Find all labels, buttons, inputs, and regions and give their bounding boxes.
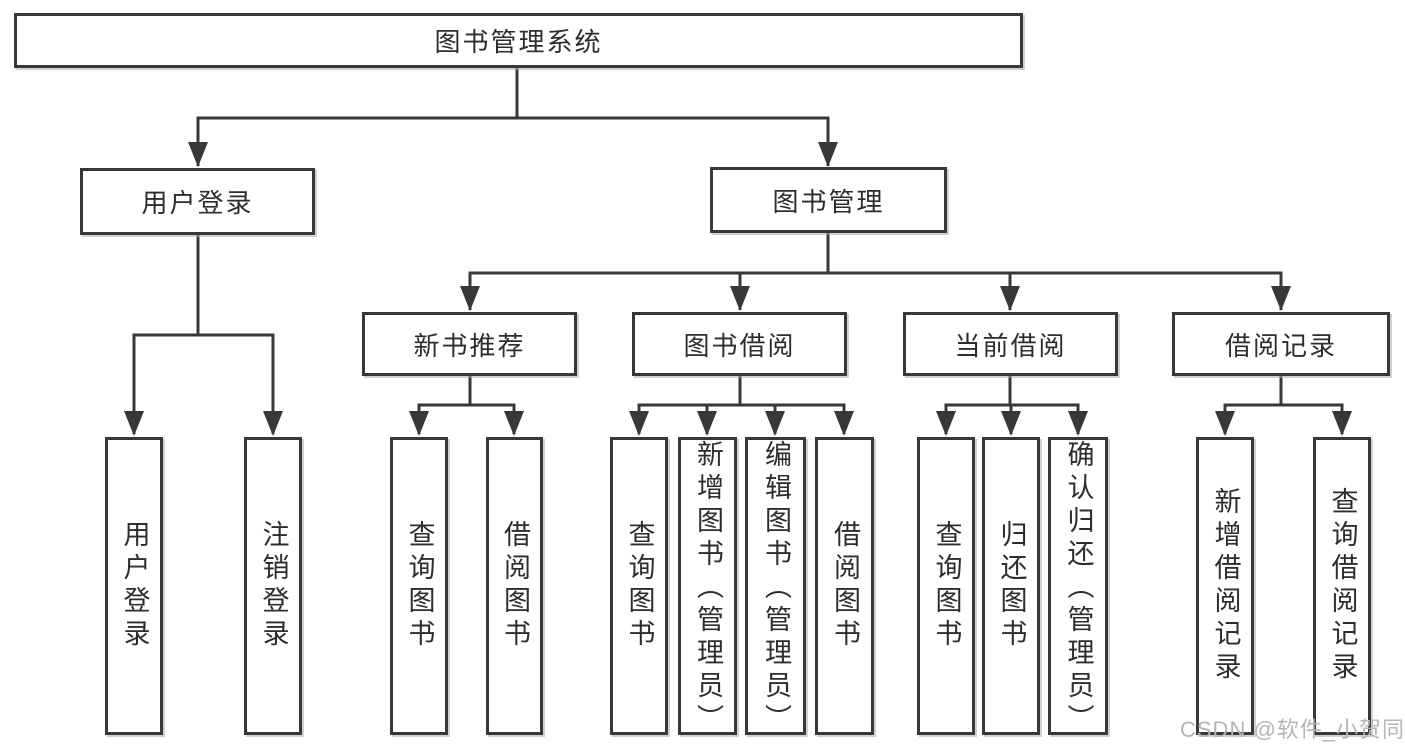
node-current-borrow: 当前借阅 bbox=[903, 312, 1118, 376]
leaf-borrow-query: 查询图书 bbox=[610, 437, 668, 735]
leaf-user-login: 用户登录 bbox=[105, 437, 163, 735]
csdn-watermark: CSDN @软件_小贺同学 bbox=[1180, 717, 1405, 742]
node-user-login: 用户登录 bbox=[80, 168, 315, 235]
leaf-records-add: 新增借阅记录 bbox=[1196, 437, 1254, 735]
arrowheads bbox=[124, 142, 1352, 436]
leaf-borrow-edit-book-admin: 编辑图书（管理员） bbox=[745, 437, 806, 735]
node-book-borrow: 图书借阅 bbox=[632, 312, 847, 376]
leaf-newbooks-query: 查询图书 bbox=[390, 437, 448, 735]
leaf-records-query: 查询借阅记录 bbox=[1313, 437, 1371, 735]
node-book-management: 图书管理 bbox=[710, 167, 947, 233]
leaf-current-return: 归还图书 bbox=[982, 437, 1040, 735]
leaf-borrow-add-book-admin: 新增图书（管理员） bbox=[678, 437, 737, 735]
leaf-logout: 注销登录 bbox=[244, 437, 302, 735]
node-borrow-records: 借阅记录 bbox=[1172, 312, 1390, 376]
node-root: 图书管理系统 bbox=[14, 13, 1023, 68]
leaf-borrow-book: 借阅图书 bbox=[815, 437, 874, 735]
leaf-current-query: 查询图书 bbox=[917, 437, 975, 735]
leaf-current-confirm-return-admin: 确认归还（管理员） bbox=[1048, 437, 1108, 735]
leaf-newbooks-borrow: 借阅图书 bbox=[486, 437, 543, 735]
node-new-book-recommend: 新书推荐 bbox=[362, 312, 577, 376]
